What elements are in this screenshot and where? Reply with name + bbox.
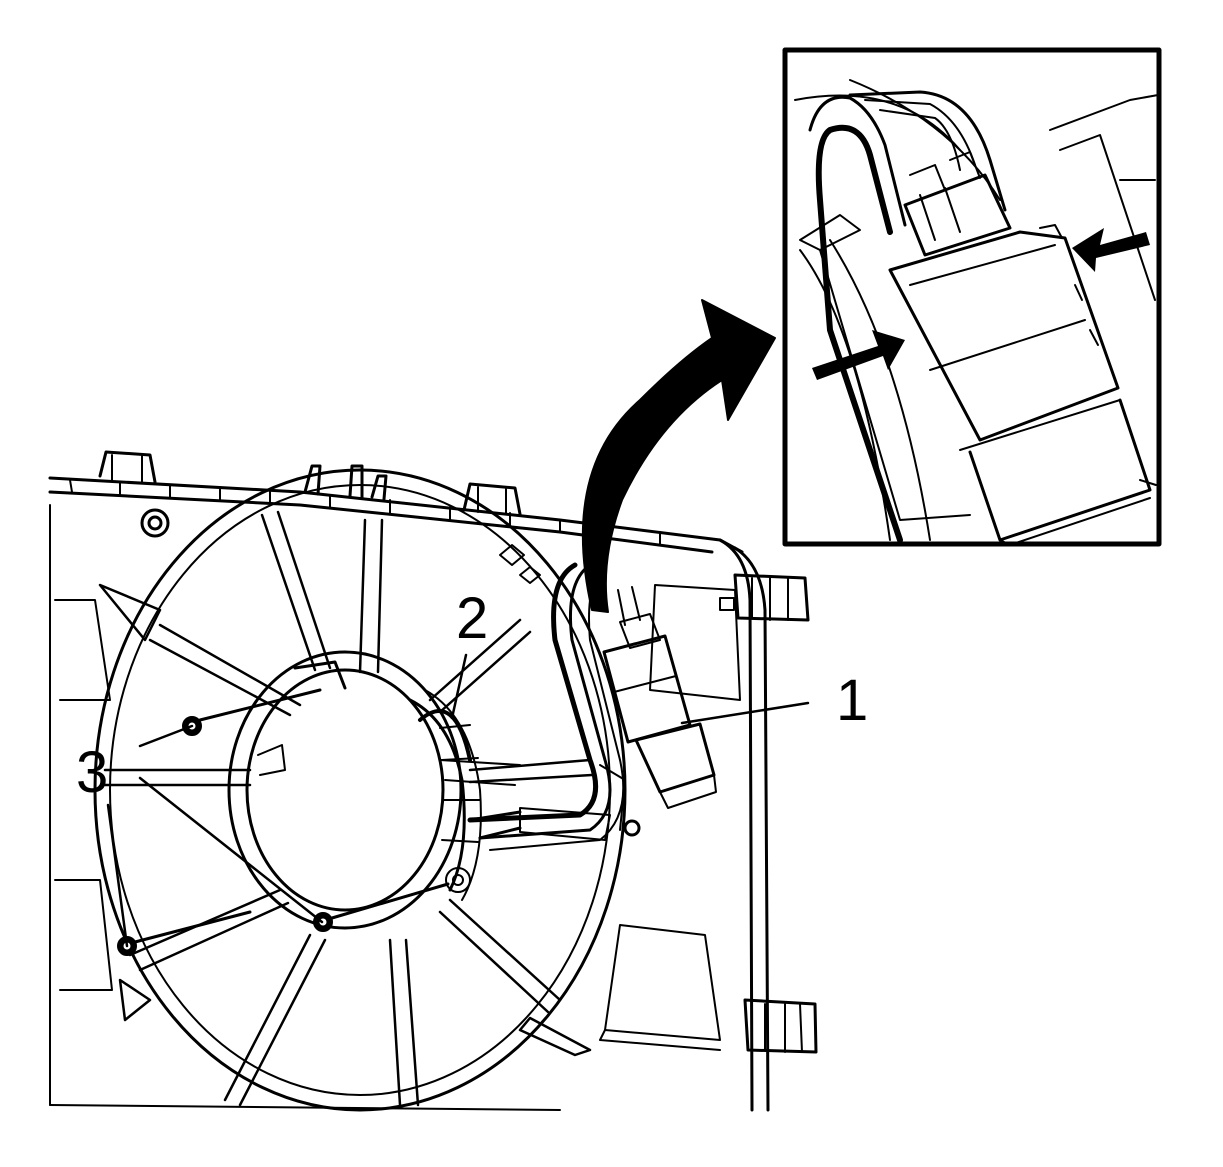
callout-1: 1 <box>836 668 869 733</box>
press-arrow-icon <box>812 228 1150 380</box>
callout-2: 2 <box>456 586 489 651</box>
inset-contents <box>794 79 1159 546</box>
fan-ring <box>93 468 627 1112</box>
callout-3: 3 <box>76 740 109 805</box>
curved-arrow-icon <box>581 299 776 613</box>
shroud-frame <box>48 450 818 1112</box>
fan-spokes <box>98 510 594 1107</box>
resistor-connector <box>602 586 717 809</box>
motor-hub <box>227 650 482 930</box>
leader-lines <box>106 653 810 948</box>
